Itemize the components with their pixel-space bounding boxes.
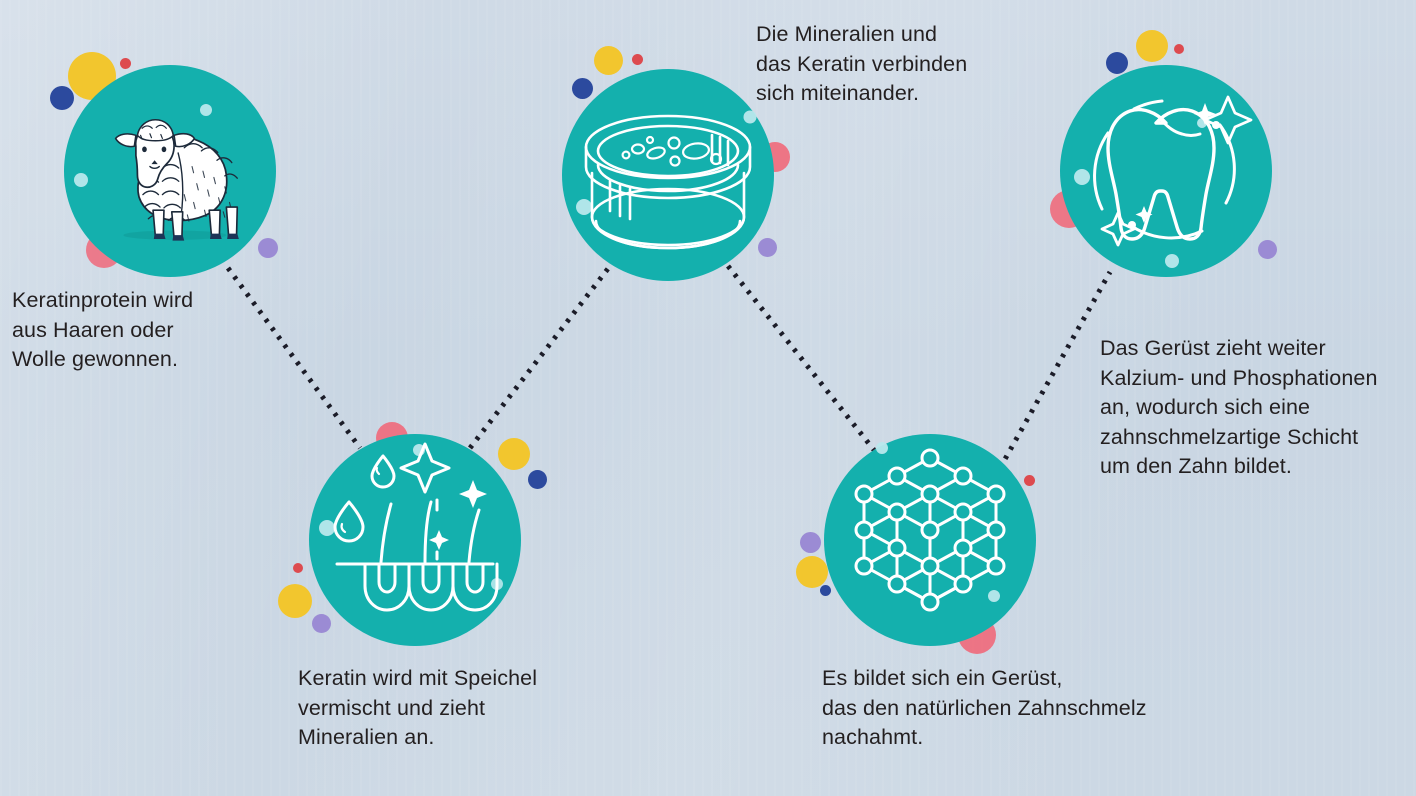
decor-dot-purple — [312, 614, 331, 633]
step-2-caption: Keratin wird mit Speichel vermischt und … — [298, 666, 538, 749]
decor-dot-yellow — [1136, 30, 1168, 62]
step-3-caption: Die Mineralien und das Keratin verbinden… — [756, 22, 968, 105]
decor-dot-navy — [528, 470, 547, 489]
decor-dot-navy — [50, 86, 74, 110]
step-5-caption: Das Gerüst zieht weiter Kalzium- und Pho… — [1100, 336, 1378, 478]
decor-dot-navy — [572, 78, 593, 99]
decor-dot-purple — [758, 238, 777, 257]
decor-dot-yellow — [796, 556, 828, 588]
step-1-circle[interactable] — [64, 65, 276, 277]
decor-dot-red-small — [293, 563, 303, 573]
sheep-icon — [74, 104, 239, 241]
decor-dot-purple — [800, 532, 821, 553]
decor-dot-yellow — [278, 584, 312, 618]
decor-dot-yellow — [594, 46, 623, 75]
decor-dot-purple — [258, 238, 278, 258]
step-4-caption: Es bildet sich ein Gerüst, das den natür… — [822, 666, 1147, 749]
decor-dot-red-small — [120, 58, 131, 69]
decor-dot-red-small — [1174, 44, 1184, 54]
petri-dish-icon — [576, 110, 757, 250]
decor-dot-yellow — [498, 438, 530, 470]
connector-2-3 — [468, 264, 612, 450]
step-5-circle[interactable] — [1060, 65, 1272, 277]
step-1-caption: Keratinprotein wird aus Haaren oder Woll… — [12, 288, 194, 371]
decor-dot-purple — [1258, 240, 1277, 259]
hair-follicle-droplet-icon — [319, 442, 503, 612]
decor-dot-navy — [1106, 52, 1128, 74]
tooth-sparkle-icon — [1074, 95, 1253, 268]
step-4-circle[interactable] — [824, 434, 1036, 646]
decor-dot-red-small — [632, 54, 643, 65]
decor-dot-navy — [820, 585, 831, 596]
step-3-circle[interactable] — [562, 69, 774, 281]
decor-dot-red-small — [1024, 475, 1035, 486]
crystal-lattice-icon — [854, 442, 1006, 612]
connector-3-4 — [726, 264, 876, 452]
step-2-circle[interactable] — [309, 434, 521, 646]
